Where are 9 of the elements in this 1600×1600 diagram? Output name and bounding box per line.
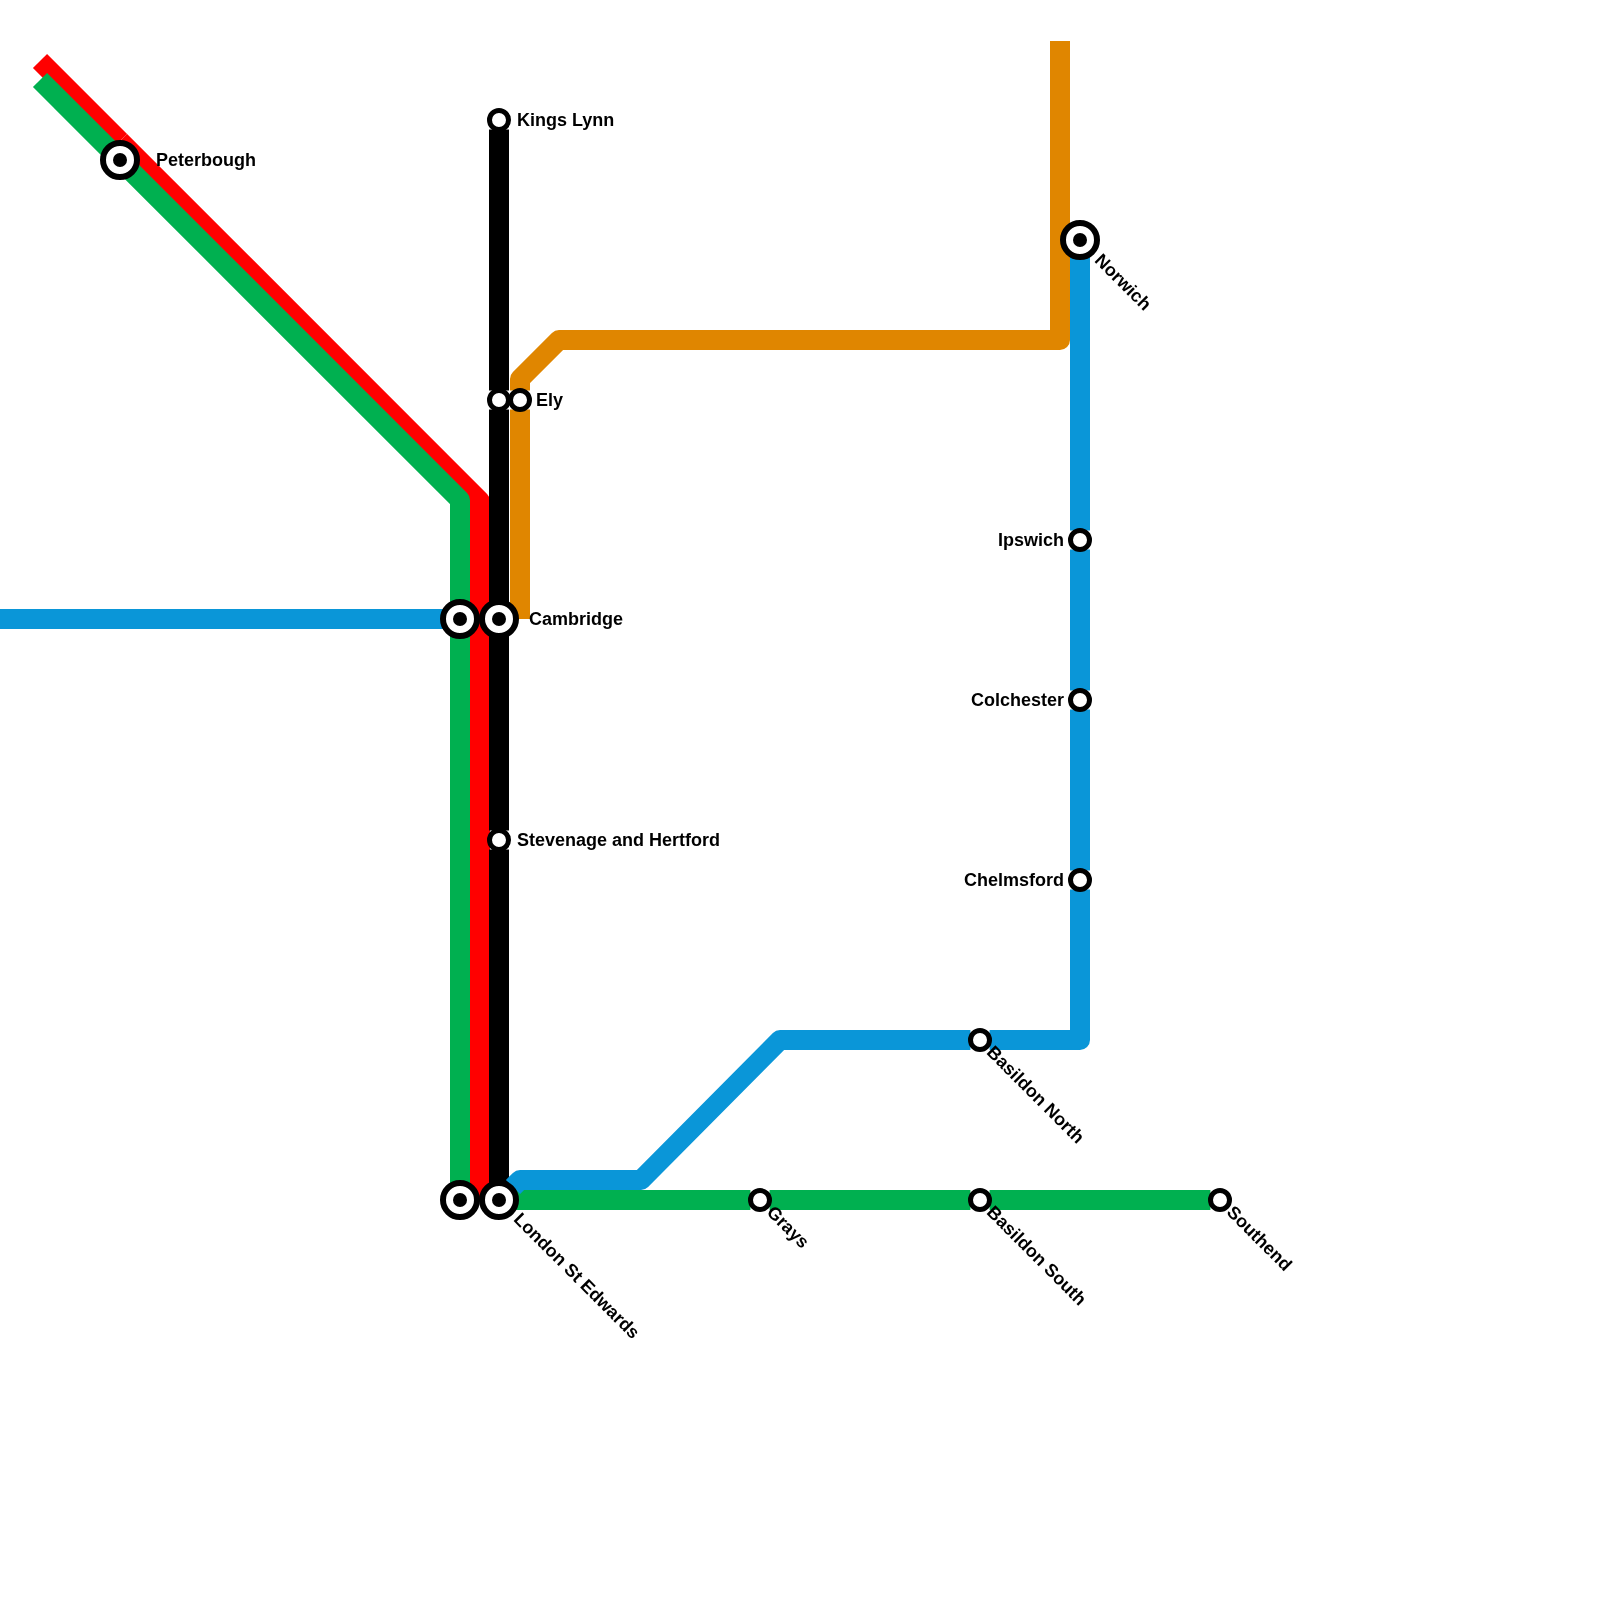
station-label: Peterbough [156,149,256,171]
station-label: Chelmsford [964,869,1064,891]
station-label: Ely [536,389,564,411]
station-label: Stevenage and Hertford [517,829,721,851]
metro-line [32,72,116,156]
station-label: Cambridge [529,608,624,630]
station-label: Ipswich [998,529,1064,551]
station-label: Colchester [970,689,1064,711]
station-label: Kings Lynn [517,109,615,131]
